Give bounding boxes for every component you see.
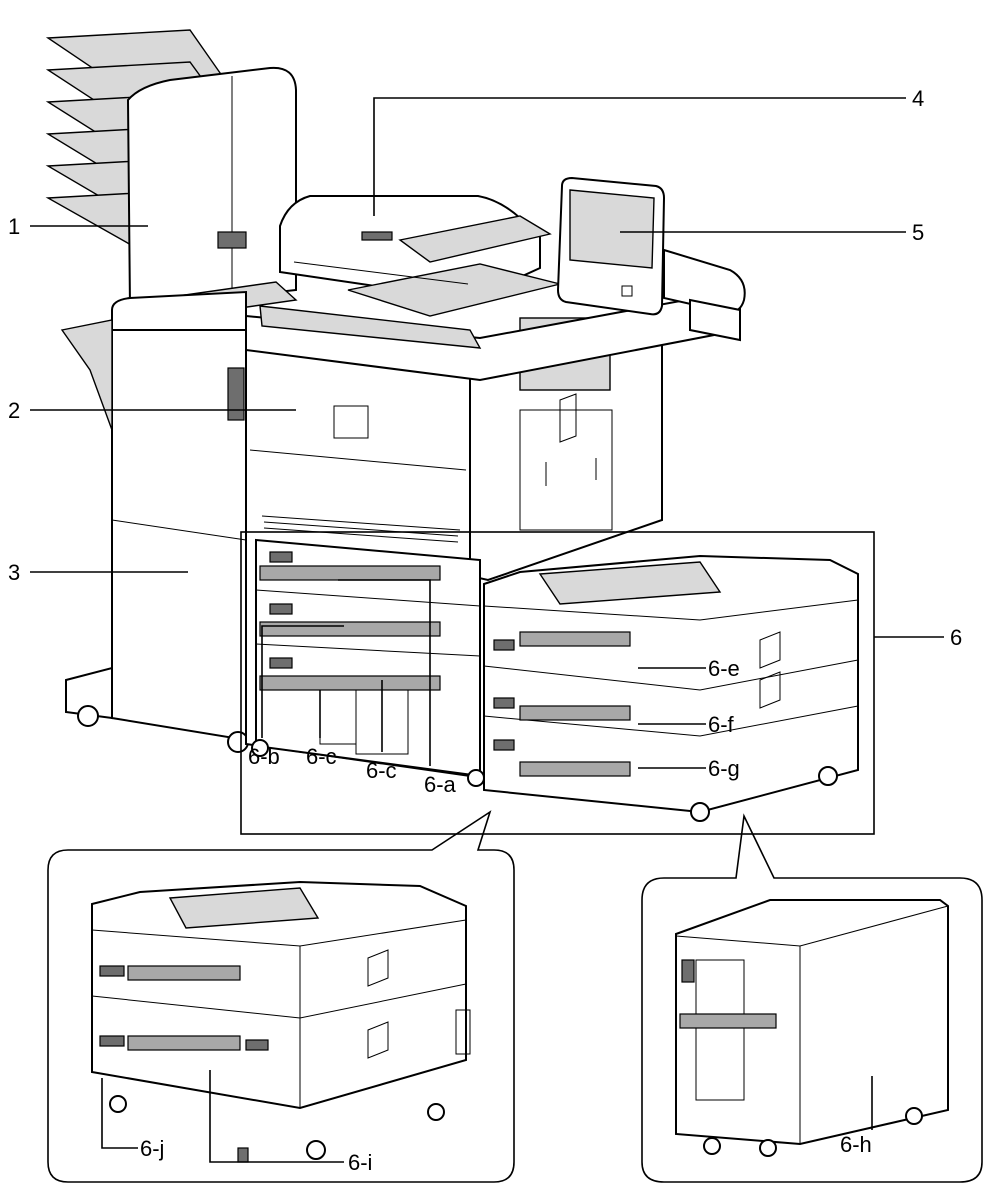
label-6: 6 <box>950 625 962 650</box>
document-processor <box>279 195 561 317</box>
label-6h: 6-h <box>840 1132 872 1157</box>
option-group-frame <box>240 531 875 835</box>
label-6i: 6-i <box>348 1150 372 1175</box>
label-6f: 6-f <box>708 712 735 737</box>
label-6a: 6-a <box>424 772 457 797</box>
finisher-body <box>60 290 249 753</box>
leader-6i <box>209 1070 344 1163</box>
label-3: 3 <box>8 560 20 585</box>
side-feeder <box>483 554 859 822</box>
label-6c-1: 6-c <box>306 744 337 769</box>
leader-6a <box>338 579 431 766</box>
label-1: 1 <box>8 214 20 239</box>
label-6j: 6-j <box>140 1136 164 1161</box>
leader-6b <box>261 625 344 738</box>
main-cassettes <box>251 538 485 787</box>
leader-4 <box>373 97 906 216</box>
label-6e: 6-e <box>708 656 740 681</box>
callout-right <box>641 813 983 1183</box>
label-5: 5 <box>912 220 924 245</box>
label-6b: 6-b <box>248 744 280 769</box>
label-6c-2: 6-c <box>366 758 397 783</box>
leader-6j <box>101 1078 138 1149</box>
finisher-upper-unit <box>126 66 298 319</box>
callout-left <box>47 810 515 1183</box>
label-6g: 6-g <box>708 756 740 781</box>
label-4: 4 <box>912 86 924 111</box>
label-2: 2 <box>8 398 20 423</box>
operation-panel <box>556 176 746 342</box>
